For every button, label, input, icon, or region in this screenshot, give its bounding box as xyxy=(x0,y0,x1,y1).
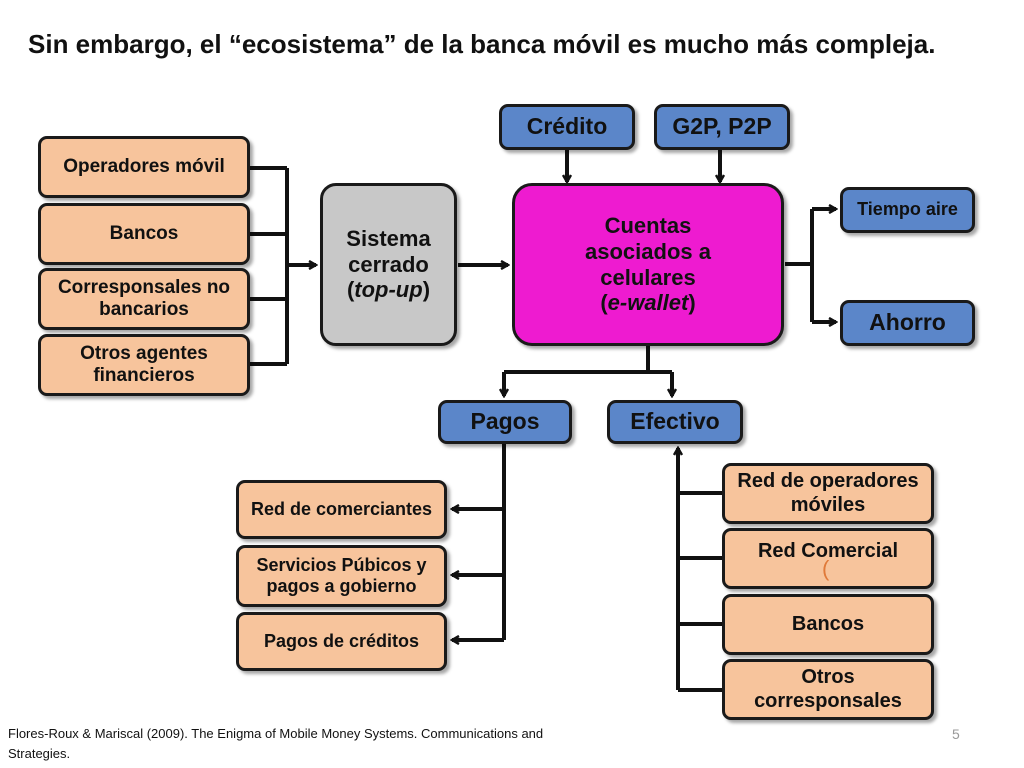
input-credito: Crédito xyxy=(499,104,635,150)
source-otros-agentes: Otros agentes financieros xyxy=(38,334,250,396)
closed-system-box: Sistema cerrado (top-up) xyxy=(320,183,457,346)
source-corresponsales: Corresponsales no bancarios xyxy=(38,268,250,330)
center-ewallet-box: Cuentas asociados a celulares (e-wallet) xyxy=(512,183,784,346)
cash-source-otros: Otros corresponsales xyxy=(722,659,934,720)
cash-source-bancos: Bancos xyxy=(722,594,934,655)
output-ahorro: Ahorro xyxy=(840,300,975,346)
payment-target-servicios: Servicios Púbicos y pagos a gobierno xyxy=(236,545,447,607)
stray-paren-glyph: ( xyxy=(822,556,830,581)
payment-target-creditos: Pagos de créditos xyxy=(236,612,447,671)
input-g2p-p2p: G2P, P2P xyxy=(654,104,790,150)
branch-efectivo: Efectivo xyxy=(607,400,743,444)
output-tiempo-aire: Tiempo aire xyxy=(840,187,975,233)
citation-footer: Flores-Roux & Mariscal (2009). The Enigm… xyxy=(8,726,544,761)
payment-target-comerciantes: Red de comerciantes xyxy=(236,480,447,539)
slide-title: Sin embargo, el “ecosistema” de la banca… xyxy=(28,29,936,59)
page-number: 5 xyxy=(952,726,960,742)
cash-source-operadores: Red de operadores móviles xyxy=(722,463,934,524)
source-operadores-movil: Operadores móvil xyxy=(38,136,250,198)
source-bancos: Bancos xyxy=(38,203,250,265)
branch-pagos: Pagos xyxy=(438,400,572,444)
cash-source-red-comercial: Red Comercial xyxy=(722,528,934,589)
